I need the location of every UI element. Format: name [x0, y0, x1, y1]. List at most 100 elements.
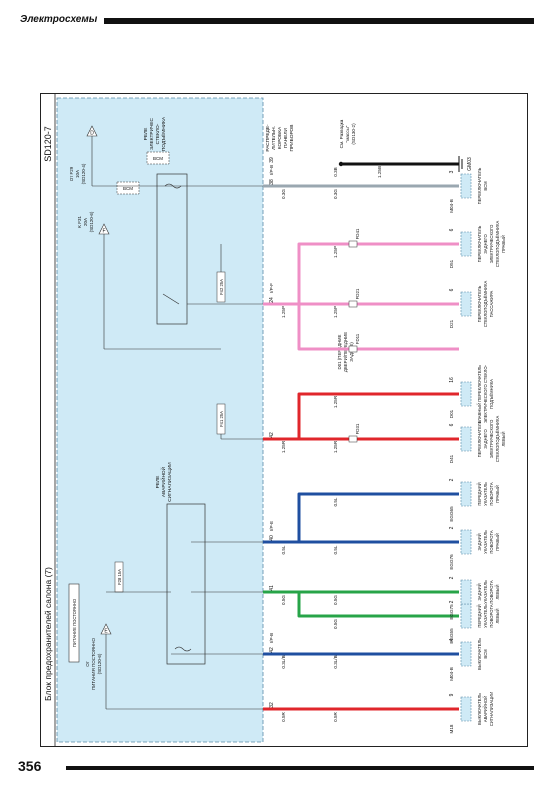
k-fuse-label: K F31	[77, 216, 82, 229]
window-relay-line-3: СТЕКЛО-	[155, 123, 161, 144]
component-label-5-1: УКАЗАТЕЛЬ	[483, 530, 488, 554]
component-code-5: EGG76	[449, 554, 454, 570]
connector-3: I/P-E	[269, 521, 274, 531]
component-label-6-1: ЗАДНЕГО	[483, 429, 488, 449]
component-pin-10: 3	[449, 170, 455, 173]
pin-1: 42	[269, 647, 275, 653]
footer-rule	[66, 766, 534, 770]
component-box-9	[460, 231, 472, 257]
wire-branch-label-3: 0.5L	[333, 497, 338, 506]
component-label-6-0: ПЕРЕКЛЮЧАТЕЛЬ	[477, 420, 482, 457]
pin-2: 41	[269, 585, 275, 591]
inline-connector-label-1: FD11	[355, 333, 360, 344]
hazard-relay-line-1: РЕЛЕ	[155, 476, 161, 489]
bcm-tag-top	[116, 181, 140, 195]
component-box-8	[460, 291, 472, 317]
section-title: Электросхемы	[20, 14, 98, 25]
component-pin-9: 6	[449, 228, 455, 231]
hazard-relay-line-2: АВАРИЙНОЙ	[159, 466, 167, 497]
component-label-1-1: BCM	[483, 649, 488, 659]
fuse-f42-label: F42 25A	[219, 279, 224, 295]
ground-splice-dot	[338, 161, 344, 167]
component-box-2	[460, 603, 472, 629]
component-label-9-2: ЭЛЕКТРИЧЕСКОГО	[489, 224, 494, 264]
component-label-2-2: ПОВОРОТА	[489, 604, 494, 628]
wire-label-mid-3: 0.5L	[333, 545, 338, 554]
window-relay-line-2: ЭЛЕКТРИЧЕС	[149, 118, 155, 150]
wire-branch-3	[297, 492, 459, 542]
wire-branch-label-4: 1.25R	[333, 395, 338, 408]
component-box-1	[460, 641, 472, 667]
page-number: 356	[18, 758, 42, 774]
bcm-tag-mid-label: BCM	[153, 156, 163, 161]
component-label-3-1: УКАЗАТЕЛЬ	[483, 580, 488, 604]
distrib-box-line-1: РАСПРЕДЕ-	[265, 124, 271, 152]
component-label-1-0: ВЫКЛЮЧАТЕЛЬ	[477, 638, 482, 670]
component-code-10: M04-B	[449, 199, 454, 213]
ground-ref-line-1: См. Разводка	[339, 119, 344, 148]
connector-5: I/P-F	[269, 283, 274, 293]
component-code-6: D41	[449, 454, 454, 463]
component-label-6-2: ЭЛЕКТРИЧЕСКОГО	[489, 419, 494, 459]
component-label-4-0: ПЕРЕДНИЙ	[477, 482, 482, 505]
component-label-0-2: СИГНАЛИЗАЦИИ	[489, 692, 494, 726]
component-pin-4: 2	[449, 478, 455, 481]
distrib-box-line-3: КОРОБКА	[277, 126, 283, 149]
component-pin-6: 6	[449, 423, 455, 426]
inline-connector-2	[348, 300, 358, 308]
component-label-0-1: АВАРИЙНОЙ	[483, 696, 488, 722]
hazard-relay-line-3: СИГНАЛИЗАЦИИ	[167, 462, 173, 502]
component-label-8-0: ПЕРЕКЛЮЧАТЕЛЬ	[477, 285, 482, 322]
fuse-f41-label: F41 25A	[219, 411, 224, 427]
component-label-2-0: ПЕРЕДНИЙ	[477, 604, 482, 627]
fuse-f28-label: F28 15A	[117, 569, 122, 585]
wire-branch-4	[297, 392, 459, 439]
power-left-arrow-letter: E	[104, 629, 108, 635]
component-pin-5: 2	[449, 526, 455, 529]
inline-connector-label-2: FD21	[355, 288, 360, 299]
window-relay-box	[156, 173, 188, 325]
pin-0: 32	[269, 702, 275, 708]
component-code-8: D21	[449, 319, 454, 328]
component-label-3-0: ЗАДНИЙ	[477, 583, 482, 600]
component-label-4-1: УКАЗАТЕЛЬ	[483, 482, 488, 506]
component-label-3-3: ЛЕВЫЙ	[495, 584, 500, 599]
wire-label-2: 0.5G	[281, 595, 286, 605]
wire-label-6: 0.3G	[281, 189, 286, 199]
wiring-diagram: SD120-7 Блок предохранителей салона (7) …	[43, 94, 506, 746]
component-label-2-1: УКАЗАТЕЛЬ	[483, 604, 488, 628]
pin-3: 40	[269, 535, 275, 541]
distrib-box-line-5: ПРИБОРОВ	[289, 125, 295, 152]
component-box-6	[460, 426, 472, 452]
diagram-frame: SD120-7 Блок предохранителей салона (7) …	[40, 93, 528, 747]
harness-wires	[263, 162, 459, 711]
component-label-9-0: ПЕРЕКЛЮЧАТЕЛЬ	[477, 225, 482, 262]
power-constant-box	[68, 583, 80, 663]
component-label-8-2: ПАССАЖИРА	[489, 290, 494, 317]
power-right-ref: (SD120-4)	[81, 163, 86, 184]
component-pin-1: 4	[449, 638, 455, 641]
component-box-3	[460, 579, 472, 605]
component-label-4-3: ПРАВЫЙ	[495, 485, 500, 503]
pin-6: 38	[269, 179, 275, 185]
wire-label-3: 0.5L	[281, 545, 286, 554]
component-pin-2: 2	[449, 600, 455, 603]
ground-ref-line-2: "массы"	[345, 125, 350, 142]
power-constant-label: ПИТАНИЕ ПОСТОЯННО	[72, 598, 77, 647]
component-box-10	[460, 173, 472, 199]
pin-39: 39	[269, 157, 275, 163]
page-header: Электросхемы	[20, 14, 534, 28]
component-label-4-2: ПОВОРОТА	[489, 482, 494, 506]
inline-connector-0	[348, 435, 358, 443]
ground-code: GM03	[467, 157, 473, 171]
component-code-9: D51	[449, 259, 454, 268]
d01-group-line-1: D01 (ПЕРЕДНИЕ	[337, 334, 342, 369]
component-pin-8: 6	[449, 288, 455, 291]
component-label-5-2: ПОВОРОТА	[489, 530, 494, 554]
component-label-9-3: СТЕКЛОПОДЪЁМНИКА	[495, 221, 500, 268]
wire-label-mid-2: 0.5G	[333, 595, 338, 605]
power-left-from: От	[85, 661, 90, 667]
component-label-7-2: ПОДЪЁМНИКА	[489, 379, 494, 409]
connector-1: I/P-B	[269, 633, 274, 643]
